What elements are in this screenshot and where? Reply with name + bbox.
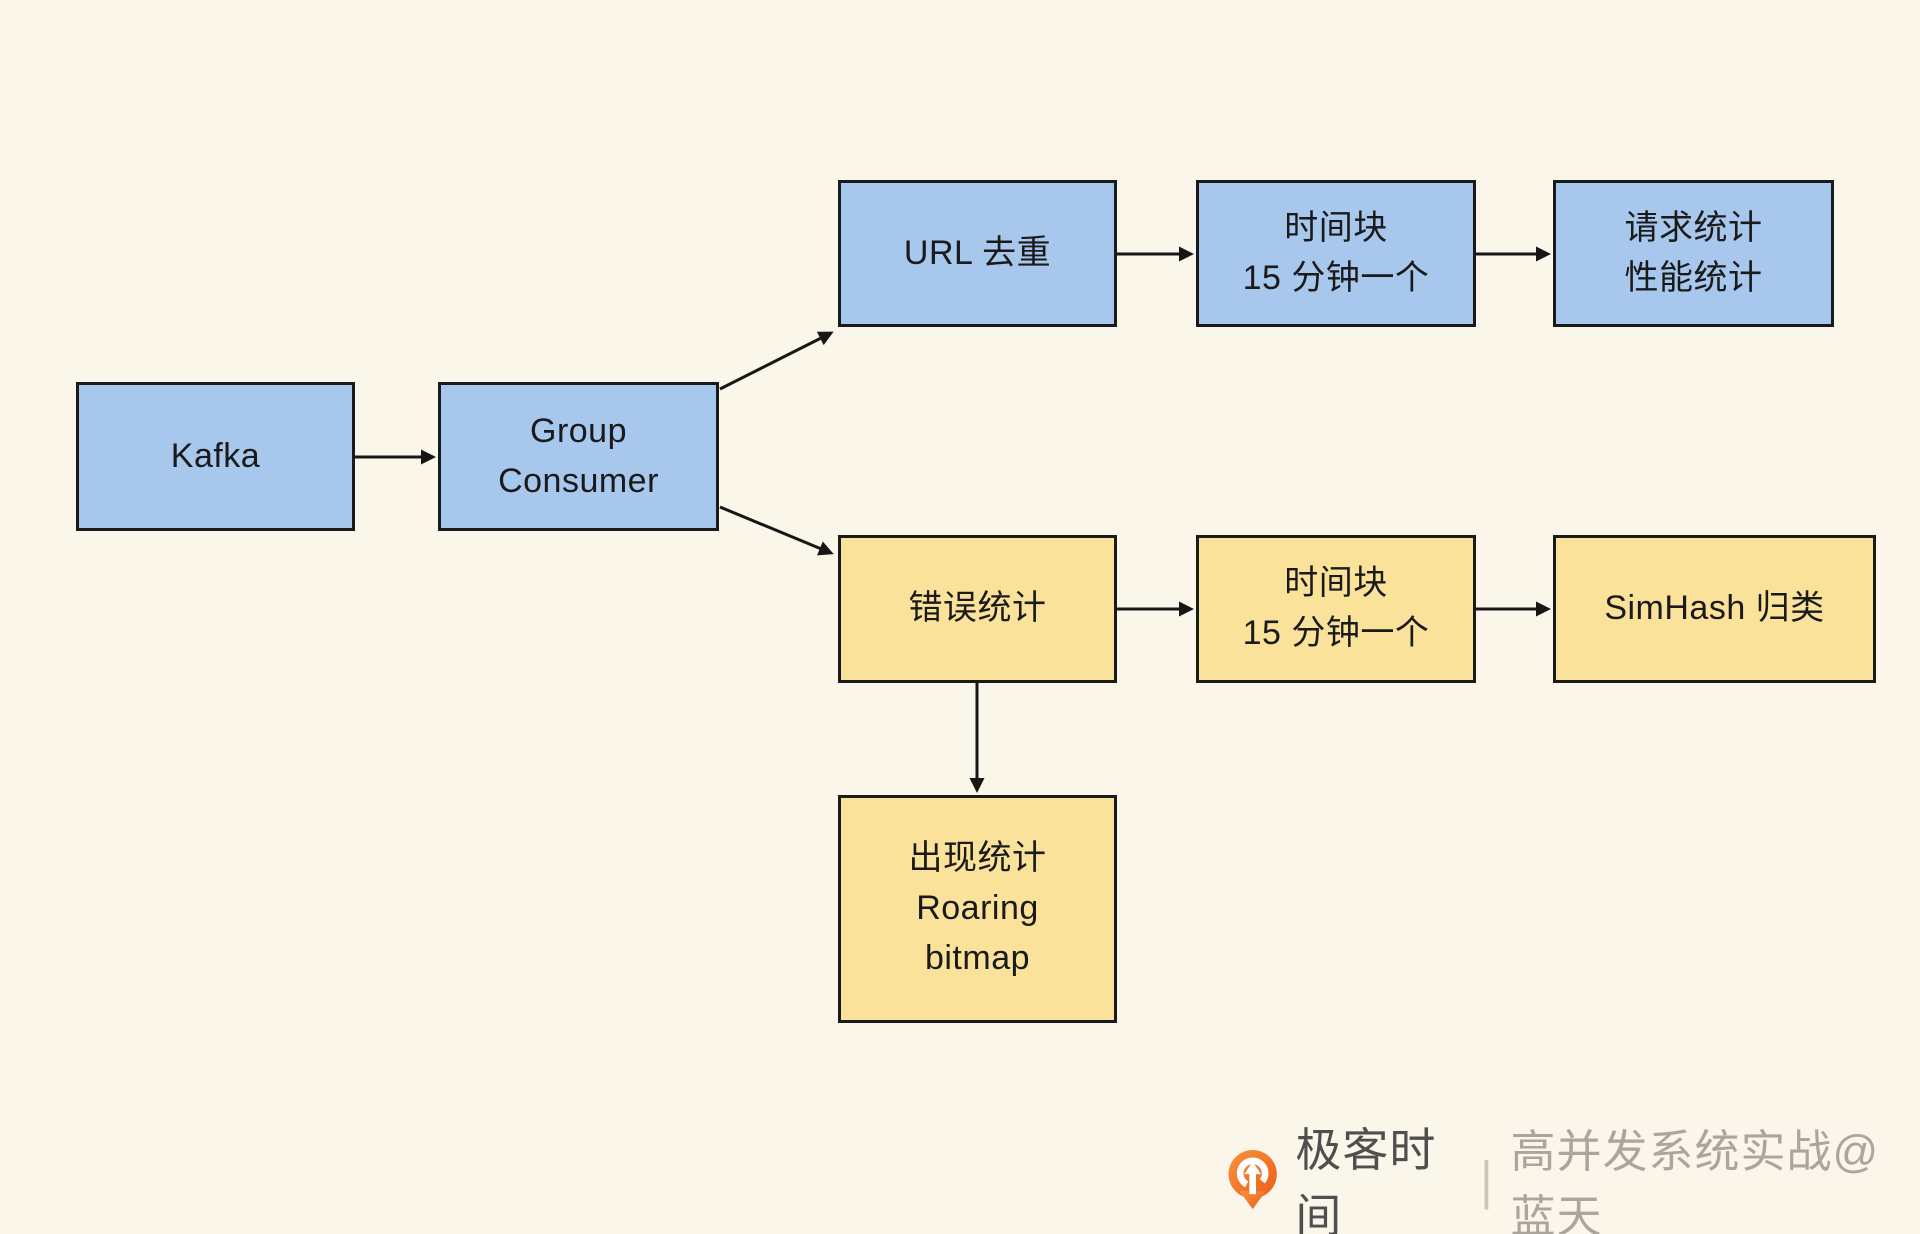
node-time-block-bottom: 时间块 15 分钟一个 xyxy=(1196,535,1476,683)
node-kafka-label: Kafka xyxy=(170,436,261,475)
node-occurrence-stats-label: 出现统计 Roaring bitmap xyxy=(908,839,1047,977)
node-group-consumer-label: Group Consumer xyxy=(498,411,659,500)
node-time-block-bottom-label: 时间块 15 分钟一个 xyxy=(1242,564,1430,652)
node-error-stats: 错误统计 xyxy=(838,535,1117,683)
footer-divider: | xyxy=(1480,1150,1493,1210)
node-occurrence-stats: 出现统计 Roaring bitmap xyxy=(838,795,1117,1023)
arrow-group-consumer-to-url-dedup xyxy=(719,331,834,391)
node-time-block-top: 时间块 15 分钟一个 xyxy=(1196,180,1476,327)
node-request-stats-label: 请求统计 性能统计 xyxy=(1624,208,1763,297)
node-simhash-label: SimHash 归类 xyxy=(1604,589,1825,628)
footer-brand-text: 极客时间 xyxy=(1295,1124,1437,1234)
node-error-stats-label: 错误统计 xyxy=(908,589,1047,628)
node-time-block-top-label: 时间块 15 分钟一个 xyxy=(1242,208,1430,297)
geektime-logo-icon xyxy=(1228,1149,1277,1210)
node-kafka: Kafka xyxy=(76,382,355,531)
footer-watermark: 极客时间 | 高并发系统实战@蓝天 xyxy=(1226,1124,1920,1234)
node-simhash: SimHash 归类 xyxy=(1553,535,1876,683)
node-request-stats: 请求统计 性能统计 xyxy=(1553,180,1834,327)
node-url-dedup: URL 去重 xyxy=(838,180,1117,327)
node-group-consumer: Group Consumer xyxy=(438,382,719,531)
arrow-group-consumer-to-error-stats xyxy=(719,505,834,556)
footer-credit-text: 高并发系统实战@蓝天 xyxy=(1510,1126,1880,1234)
node-url-dedup-label: URL 去重 xyxy=(903,233,1052,272)
